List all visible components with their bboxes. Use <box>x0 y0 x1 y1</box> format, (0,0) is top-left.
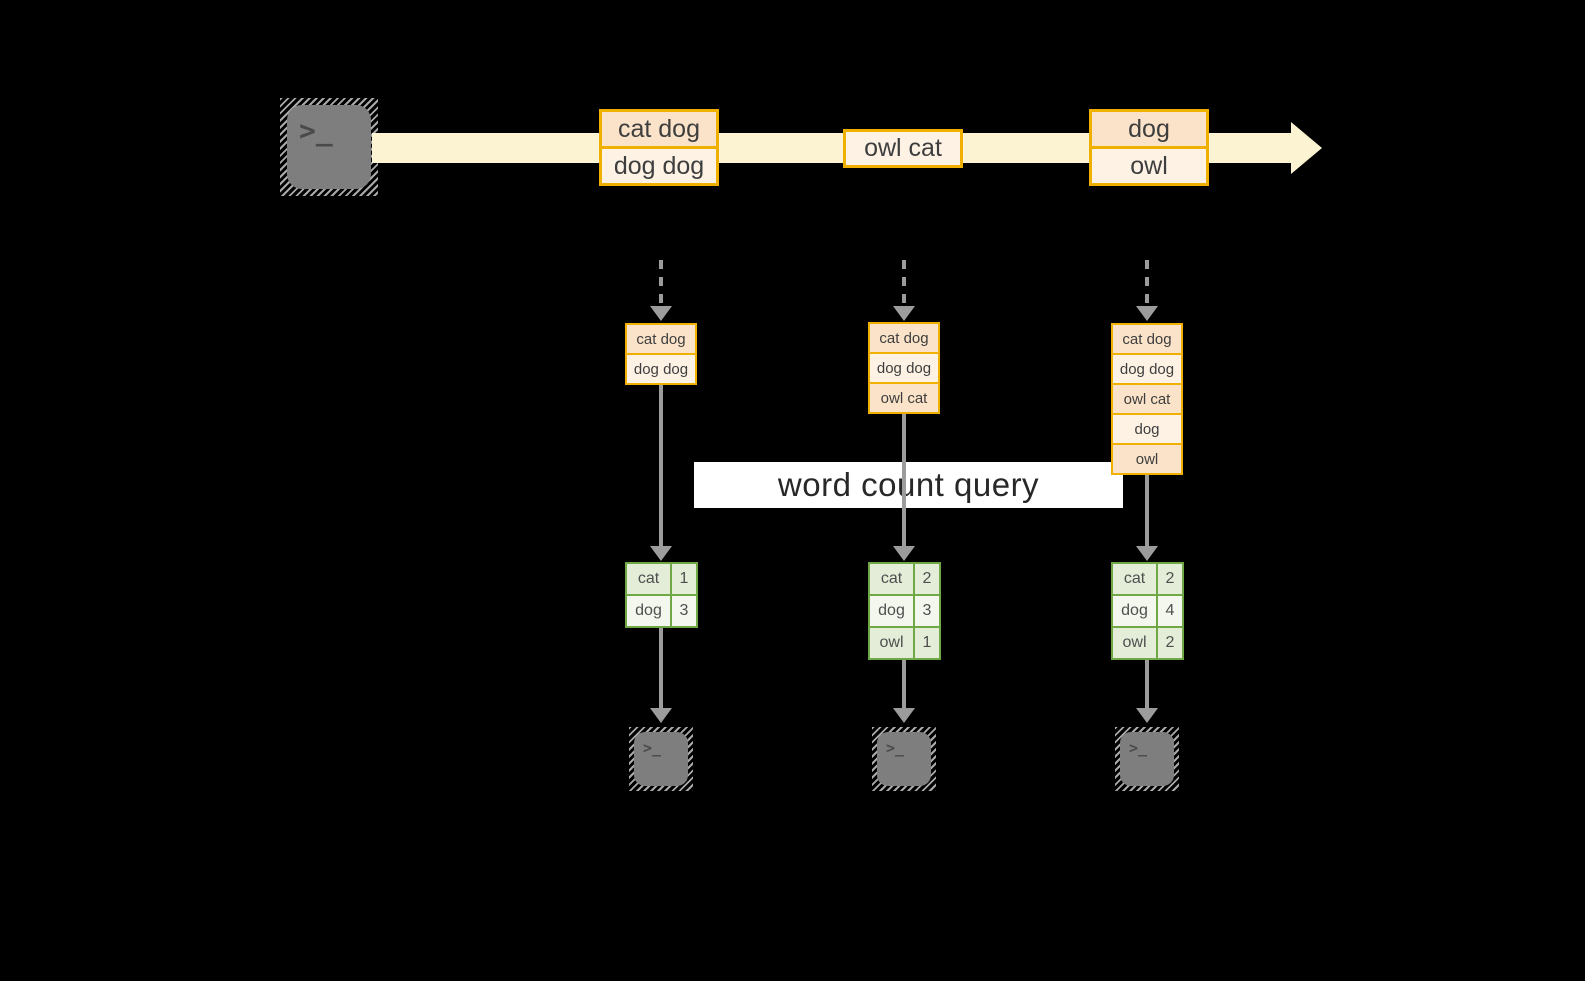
sink-terminal-icon-3: >_ <box>1115 727 1179 791</box>
result-count-cell: 2 <box>1158 628 1182 658</box>
result-count-cell: 3 <box>915 596 939 626</box>
result-count-cell: 1 <box>915 628 939 658</box>
result-table-1: cat 1 dog 3 <box>625 562 698 628</box>
connector-line <box>1145 660 1149 708</box>
dashed-arrowhead-icon <box>1136 306 1158 321</box>
stream-arrowhead-icon <box>1291 122 1322 174</box>
state-row: owl <box>1113 445 1181 473</box>
state-buffer-box-3: cat dog dog dog owl cat dog owl <box>1111 323 1183 475</box>
event-row: cat dog <box>602 112 716 146</box>
result-word-cell: owl <box>870 628 913 658</box>
state-row: dog <box>1113 415 1181 443</box>
dashed-arrow-line <box>659 260 663 306</box>
source-terminal-icon: >_ <box>280 98 378 196</box>
state-row: owl cat <box>1113 385 1181 413</box>
connector-line <box>1145 475 1149 546</box>
result-word-cell: cat <box>1113 564 1156 594</box>
result-count-cell: 2 <box>1158 564 1182 594</box>
result-word-cell: dog <box>627 596 670 626</box>
terminal-prompt-glyph: >_ <box>299 114 333 147</box>
event-row: dog dog <box>602 149 716 183</box>
terminal-prompt-glyph: >_ <box>886 739 905 757</box>
terminal-prompt-glyph: >_ <box>643 739 662 757</box>
result-table-3: cat 2 dog 4 owl 2 <box>1111 562 1184 660</box>
event-row: owl <box>1092 149 1206 183</box>
result-count-cell: 4 <box>1158 596 1182 626</box>
state-row: dog dog <box>1113 355 1181 383</box>
state-row: dog dog <box>627 355 695 383</box>
result-count-cell: 2 <box>915 564 939 594</box>
result-count-cell: 1 <box>672 564 696 594</box>
state-row: owl cat <box>870 384 938 412</box>
dashed-arrow-line <box>902 260 906 306</box>
result-word-cell: dog <box>1113 596 1156 626</box>
result-word-cell: cat <box>870 564 913 594</box>
connector-arrowhead-icon <box>1136 708 1158 723</box>
state-buffer-box-2: cat dog dog dog owl cat <box>868 322 940 414</box>
state-row: dog dog <box>870 354 938 382</box>
query-banner: word count query <box>694 462 1123 508</box>
state-buffer-box-1: cat dog dog dog <box>625 323 697 385</box>
state-row: cat dog <box>627 325 695 353</box>
event-row: owl cat <box>846 132 960 165</box>
result-count-cell: 3 <box>672 596 696 626</box>
result-word-cell: owl <box>1113 628 1156 658</box>
sink-terminal-icon-2: >_ <box>872 727 936 791</box>
stream-event-box-2: owl cat <box>843 129 963 168</box>
state-row: cat dog <box>870 324 938 352</box>
connector-arrowhead-icon <box>1136 546 1158 561</box>
stream-event-box-3: dog owl <box>1089 109 1209 186</box>
query-banner-label: word count query <box>777 466 1040 503</box>
connector-arrowhead-icon <box>650 708 672 723</box>
stream-event-box-1: cat dog dog dog <box>599 109 719 186</box>
connector-line <box>659 628 663 708</box>
connector-arrowhead-icon <box>893 546 915 561</box>
connector-line <box>902 660 906 708</box>
connector-line <box>902 414 906 546</box>
result-word-cell: cat <box>627 564 670 594</box>
dashed-arrow-line <box>1145 260 1149 306</box>
state-row: cat dog <box>1113 325 1181 353</box>
sink-terminal-icon-1: >_ <box>629 727 693 791</box>
connector-arrowhead-icon <box>893 708 915 723</box>
terminal-prompt-glyph: >_ <box>1129 739 1148 757</box>
dashed-arrowhead-icon <box>650 306 672 321</box>
connector-line <box>659 385 663 546</box>
connector-arrowhead-icon <box>650 546 672 561</box>
result-word-cell: dog <box>870 596 913 626</box>
event-row: dog <box>1092 112 1206 146</box>
result-table-2: cat 2 dog 3 owl 1 <box>868 562 941 660</box>
dashed-arrowhead-icon <box>893 306 915 321</box>
